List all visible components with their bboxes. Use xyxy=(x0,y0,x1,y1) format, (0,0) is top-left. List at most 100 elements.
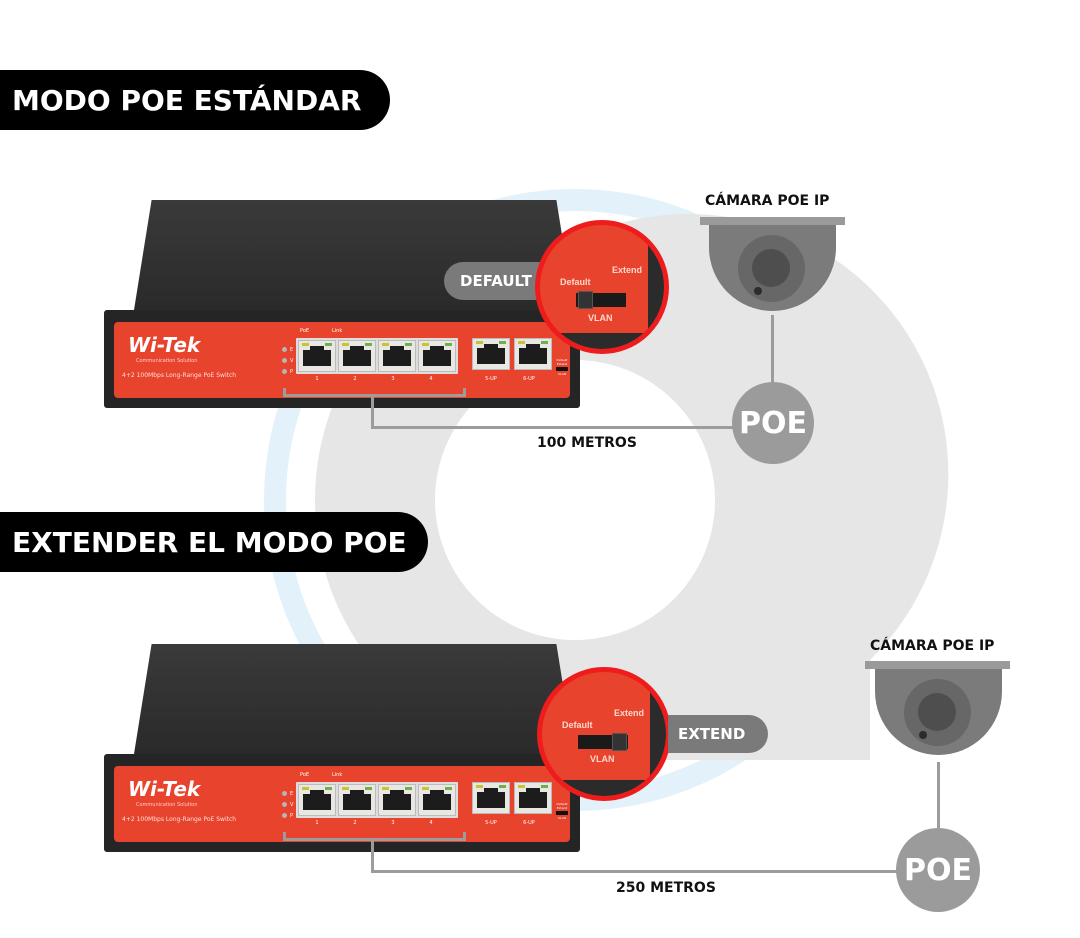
led-label: V xyxy=(290,357,294,364)
brand-logo: Wi-Tek xyxy=(128,777,201,801)
led-dot xyxy=(282,791,287,796)
led-dot xyxy=(282,347,287,352)
led-dot xyxy=(282,813,287,818)
rj45-port xyxy=(338,784,376,816)
led-label: E xyxy=(290,346,294,353)
rj45-port xyxy=(418,340,456,372)
uplink-numbers: 5-UP 6-UP xyxy=(472,820,548,826)
poe-switch-extend: Wi-Tek Communication Solution 4+2 100Mbp… xyxy=(104,644,584,854)
camera-lens xyxy=(918,693,956,731)
cable-line xyxy=(371,870,901,873)
brand-tagline: Communication Solution xyxy=(136,358,198,364)
switch-front-panel: Wi-Tek Communication Solution 4+2 100Mbp… xyxy=(114,766,570,842)
uplink-number: 5-UP xyxy=(485,376,497,382)
led-dot xyxy=(282,369,287,374)
dip-slot xyxy=(556,811,568,815)
dip-switch-mini: Default Extend VLAN xyxy=(554,802,570,820)
case-edge xyxy=(648,225,664,349)
led-v: V xyxy=(282,355,293,366)
uplink-port xyxy=(472,782,510,814)
camera-cable xyxy=(937,762,940,828)
port-number: 4 xyxy=(429,376,433,382)
ring-hole xyxy=(435,360,715,640)
dip-switch-zoom-extend: Default Extend VLAN xyxy=(537,667,671,801)
uplink-number: 5-UP xyxy=(485,820,497,826)
rj45-port xyxy=(338,340,376,372)
port-numbers: 1 2 3 4 xyxy=(298,376,450,382)
port-number: 4 xyxy=(429,820,433,826)
camera-mount xyxy=(700,217,845,225)
zoom-vlan-label: VLAN xyxy=(588,313,613,323)
dip-bottom-label: VLAN xyxy=(557,372,567,376)
dip-switch-zoom-default: Default Extend VLAN xyxy=(535,220,669,354)
brand-logo: Wi-Tek xyxy=(128,333,201,357)
switch-top xyxy=(134,644,574,754)
zoom-vlan-label: VLAN xyxy=(590,754,615,764)
rj45-port xyxy=(378,784,416,816)
camera-ir-dot xyxy=(754,287,762,295)
port-numbers: 1 2 3 4 xyxy=(298,820,450,826)
distance-label: 100 METROS xyxy=(537,435,637,451)
poe-ports xyxy=(296,782,458,818)
case-edge xyxy=(650,672,666,796)
cable-line xyxy=(371,840,374,873)
port-number: 3 xyxy=(391,376,395,382)
uplink-port xyxy=(472,338,510,370)
brand-tagline: Communication Solution xyxy=(136,802,198,808)
uplink-number: 6-UP xyxy=(523,376,535,382)
dip-slot xyxy=(556,367,568,371)
dip-bottom-label: VLAN xyxy=(557,816,567,820)
port-number: 1 xyxy=(315,376,319,382)
rj45-port xyxy=(418,784,456,816)
led-e: E xyxy=(282,788,293,799)
cable-line xyxy=(371,396,374,429)
poe-ports xyxy=(296,338,458,374)
status-leds: E V P xyxy=(282,788,293,821)
port-number: 2 xyxy=(353,376,357,382)
camera-label: CÁMARA POE IP xyxy=(705,193,830,209)
poe-badge: POE xyxy=(732,382,814,464)
poe-switch-standard: Wi-Tek Communication Solution 4+2 100Mbp… xyxy=(104,200,584,410)
switch-slot xyxy=(576,291,626,309)
mode-badge-extend: EXTEND xyxy=(668,715,768,753)
case-edge xyxy=(542,780,666,796)
led-label: P xyxy=(290,812,294,819)
ports-bracket xyxy=(283,832,466,841)
dip-switch-mini: Default Extend VLAN xyxy=(554,358,570,376)
zoom-extend-label: Extend xyxy=(612,265,643,275)
led-p: P xyxy=(282,810,293,821)
ports-bracket xyxy=(283,388,466,397)
camera-ir-dot xyxy=(919,731,927,739)
status-leds: E V P xyxy=(282,344,293,377)
case-edge xyxy=(540,333,664,349)
led-e: E xyxy=(282,344,293,355)
rj45-port xyxy=(378,340,416,372)
dip-right-label: Extend xyxy=(556,806,568,810)
dip-left-label: Default xyxy=(556,802,568,806)
rj45-port xyxy=(298,340,336,372)
link-led-label: Link xyxy=(332,328,343,334)
led-label: V xyxy=(290,801,294,808)
link-led-label: Link xyxy=(332,772,343,778)
camera-lens xyxy=(752,249,790,287)
uplink-ports xyxy=(472,782,552,814)
led-p: P xyxy=(282,366,293,377)
camera-cable xyxy=(771,315,774,385)
distance-label: 250 METROS xyxy=(616,880,716,896)
uplink-ports xyxy=(472,338,552,370)
uplink-number: 6-UP xyxy=(523,820,535,826)
led-dot xyxy=(282,358,287,363)
dip-left-label: Default xyxy=(556,358,568,362)
port-number: 2 xyxy=(353,820,357,826)
switch-knob-default xyxy=(578,291,593,309)
port-number: 1 xyxy=(315,820,319,826)
section-title-standard: MODO POE ESTÁNDAR xyxy=(0,70,390,130)
cable-line xyxy=(371,426,737,429)
poe-led-label: PoE xyxy=(300,772,310,778)
switch-slot xyxy=(578,733,628,751)
poe-led-label: PoE xyxy=(300,328,310,334)
zoom-default-label: Default xyxy=(560,277,591,287)
rj45-port xyxy=(298,784,336,816)
zoom-extend-label: Extend xyxy=(614,708,645,718)
uplink-numbers: 5-UP 6-UP xyxy=(472,376,548,382)
